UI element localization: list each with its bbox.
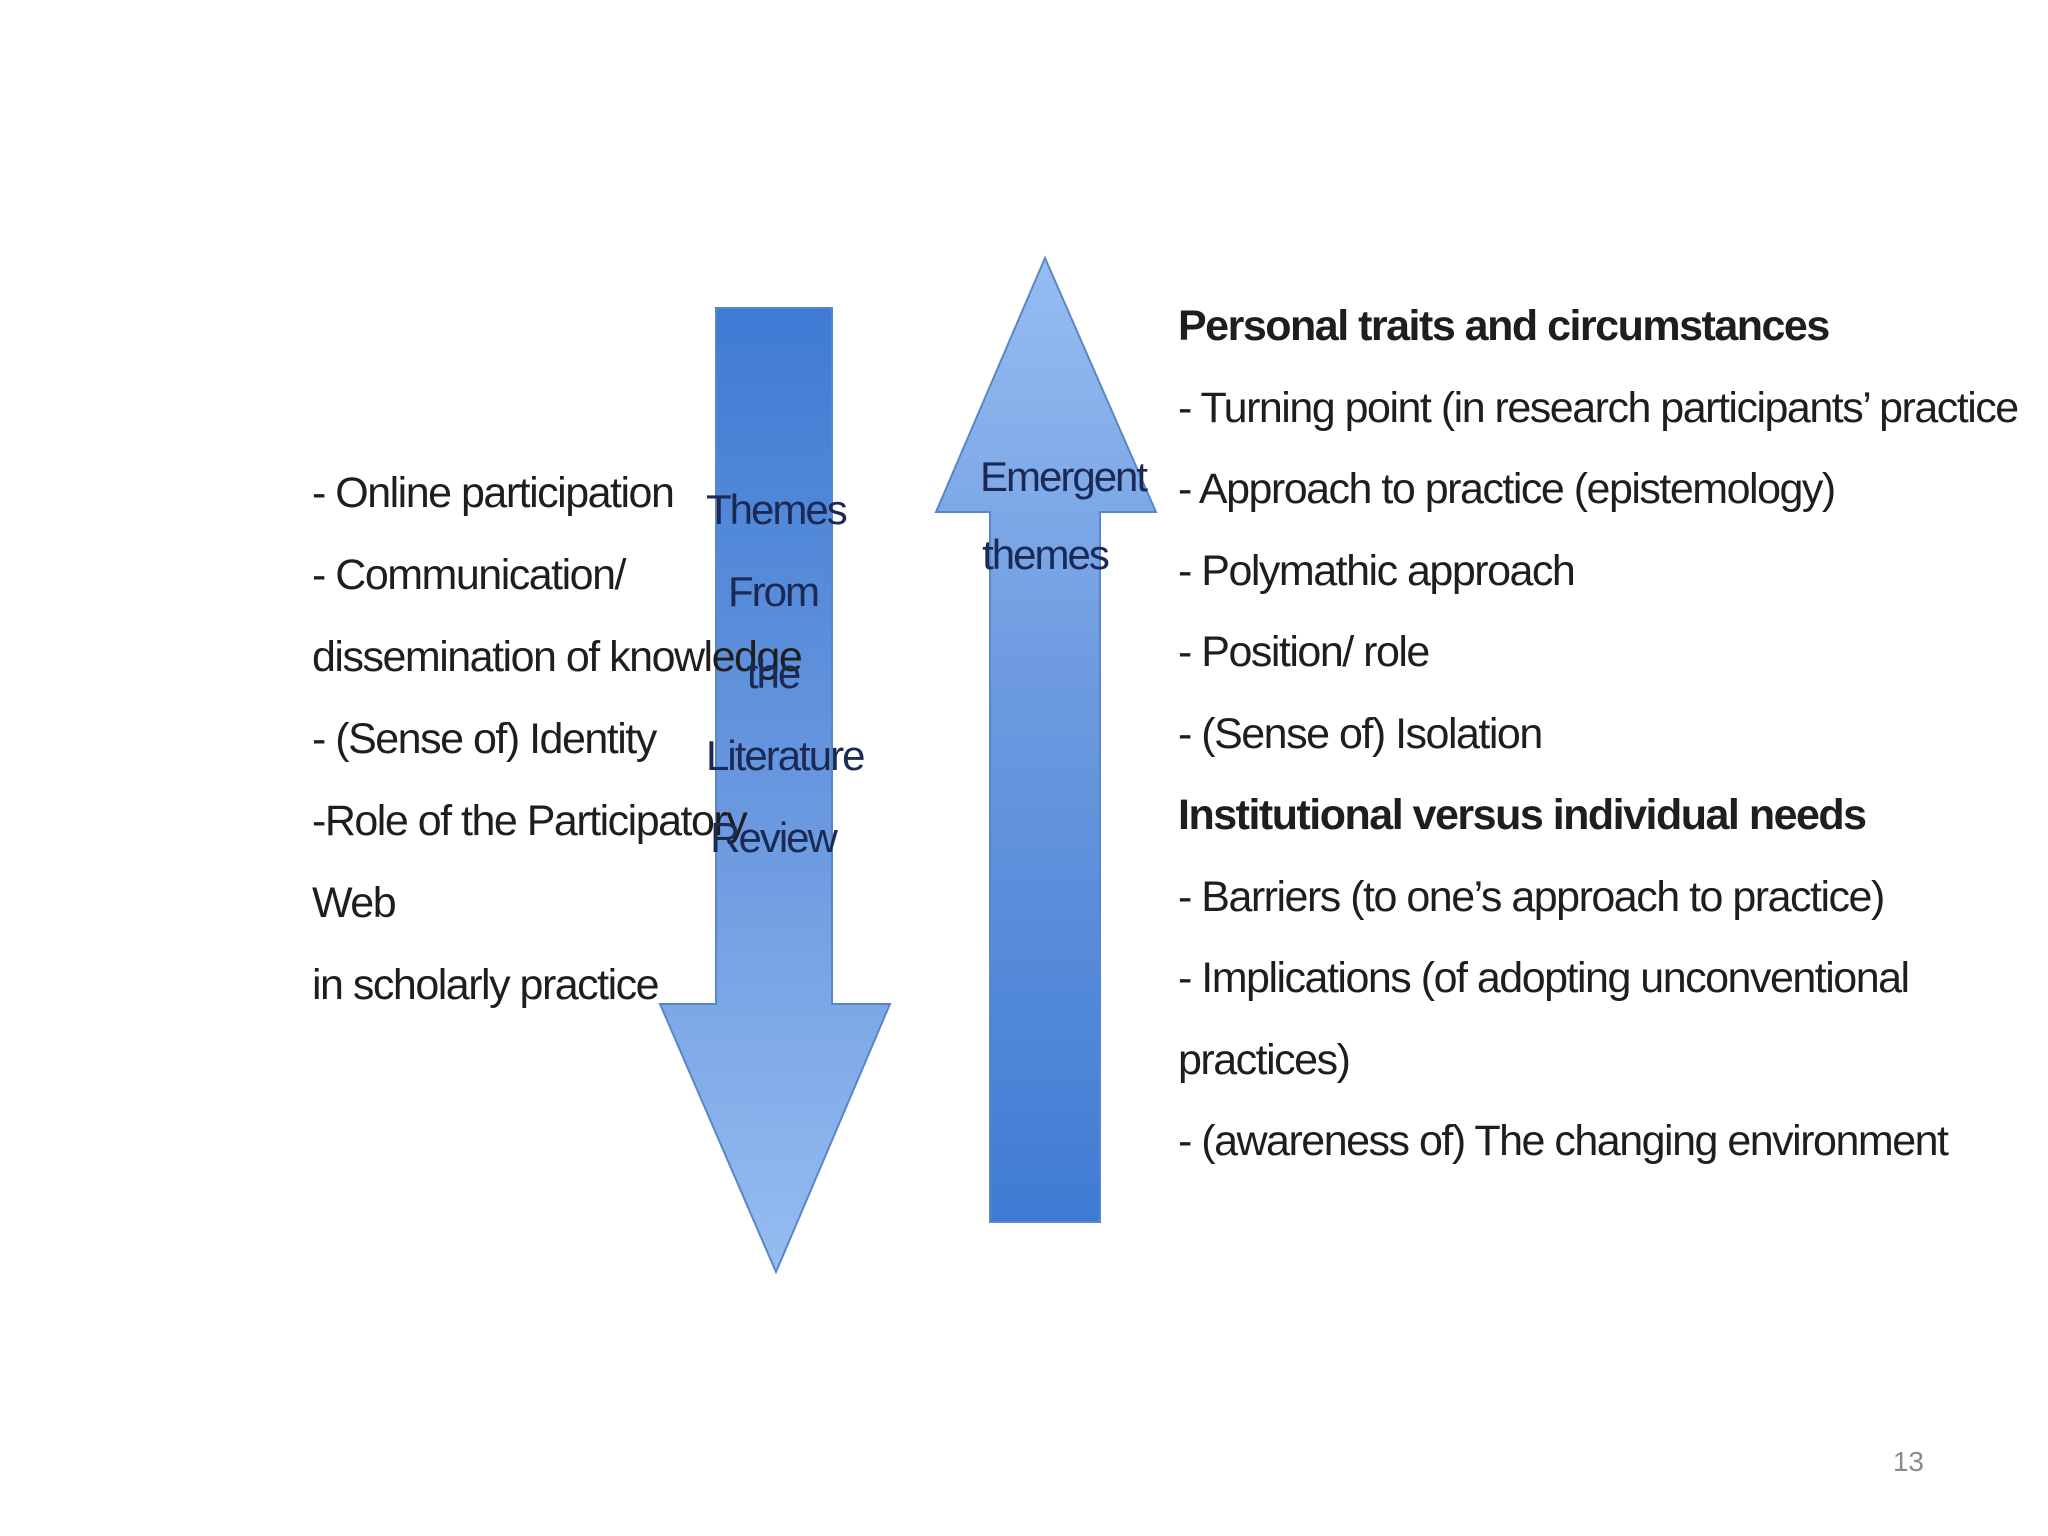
list-item: - Barriers (to one’s approach to practic… [1178,872,1885,921]
up-arrow [934,255,1158,1223]
list-item: - Communication/ [312,551,626,599]
list-item: - Turning point (in research participant… [1178,383,2019,432]
list-item: - Polymathic approach [1178,546,1576,595]
list-item: practices) [1178,1035,1351,1084]
list-item: - (Sense of) Isolation [1178,709,1543,758]
page-number: 13 [1892,1446,1924,1477]
arrow-label-line: Review [710,814,838,861]
down-arrow-label: Themes From the Literature Review [706,469,865,879]
arrow-label-line: Emergent [980,453,1148,500]
arrow-label-line: themes [982,531,1110,578]
list-item: - Position/ role [1178,628,1430,676]
arrow-label-line: Themes [706,486,848,533]
arrow-label-line: Literature [706,732,865,779]
section-heading: Personal traits and circumstances [1178,302,1830,350]
list-item: - Implications (of adopting unconvention… [1178,954,1910,1002]
section-heading: Institutional versus individual needs [1178,791,1867,839]
arrow-label-line: From [728,568,820,615]
list-item: Web [312,879,397,927]
arrow-label-line: the [746,650,801,697]
up-arrow-label: Emergent themes [980,438,1148,594]
list-item: - (Sense of) Identity [312,715,657,763]
left-theme-list: - Online participation - Communication/ … [312,452,803,1026]
list-item: in scholarly practice [312,961,660,1009]
right-theme-list: Personal traits and circumstances - Turn… [1178,286,2019,1183]
list-item: dissemination of knowledge [312,633,803,681]
down-arrow [658,307,892,1275]
list-item: - (awareness of) The changing environmen… [1178,1117,1949,1165]
list-item: -Role of the Participatory [312,797,748,845]
list-item: - Approach to practice (epistemology) [1178,465,1836,513]
list-item: - Online participation [312,469,675,517]
